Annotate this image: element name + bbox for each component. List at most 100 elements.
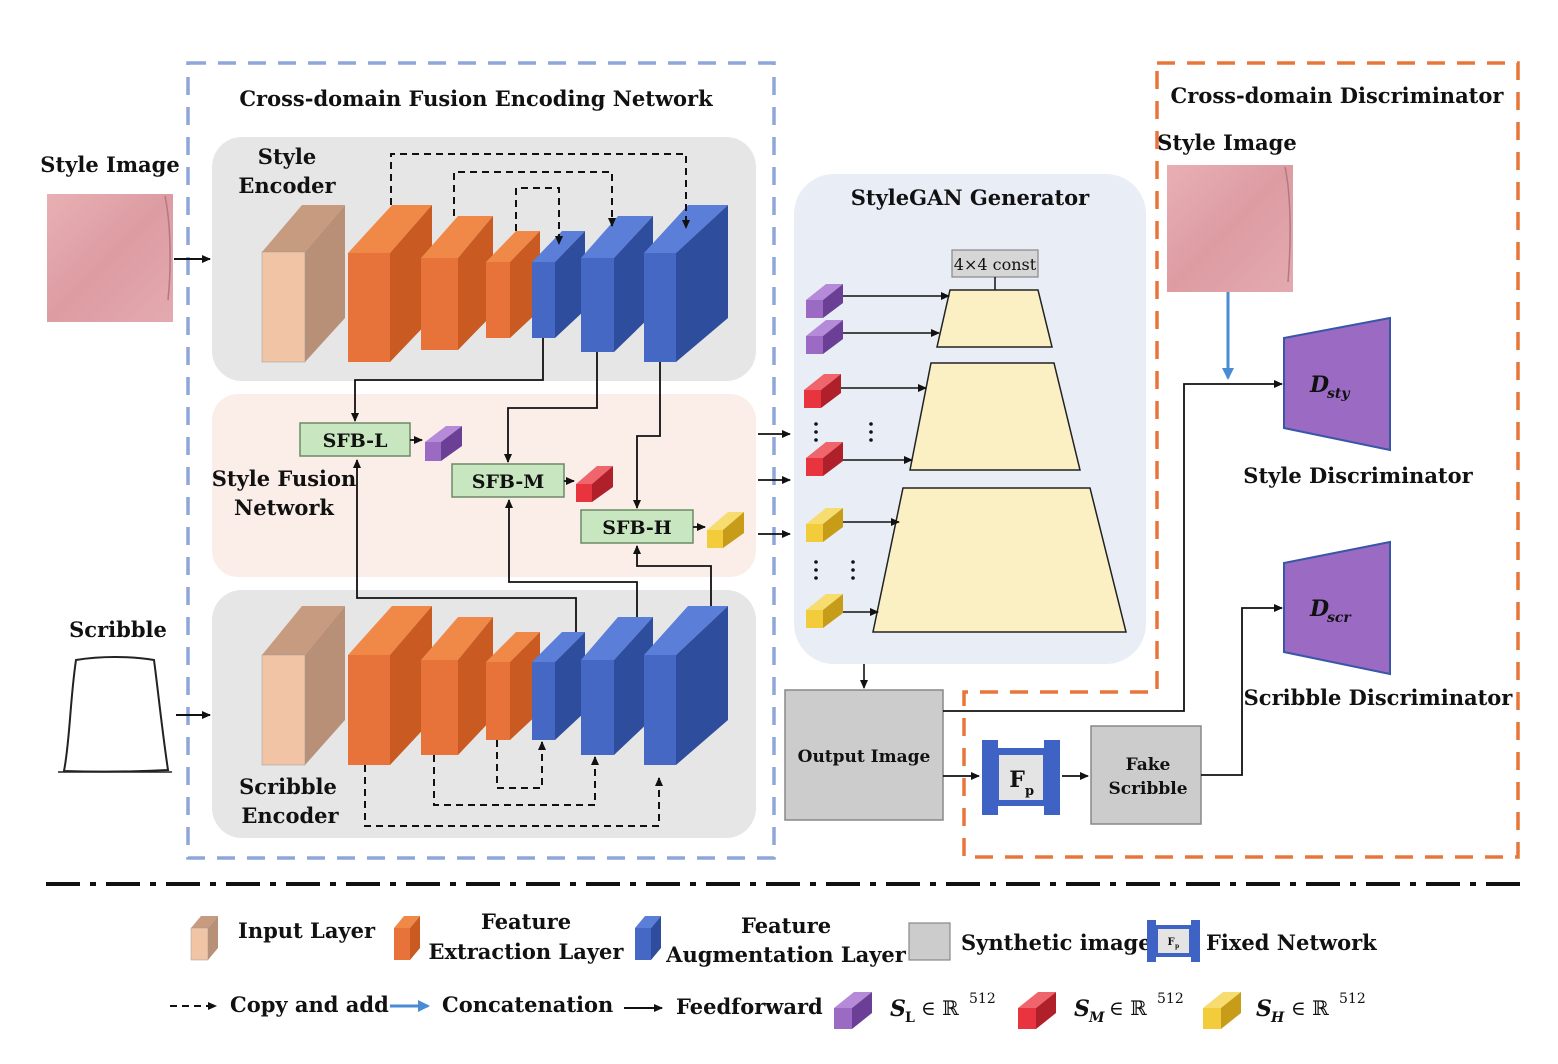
generator-s-h-vector-2 (806, 594, 843, 628)
legend-feedforward-label: Feedforward (676, 994, 823, 1019)
legend-feature-augmentation-label-2: Augmentation Layer (665, 942, 907, 967)
legend-input-layer-icon (190, 916, 218, 961)
legend-s-m-in: ∈ ℝ (1109, 996, 1147, 1020)
scribble-input-layer (261, 606, 345, 766)
style-discriminator-label: Style Discriminator (1243, 463, 1473, 488)
sfb-l-box (299, 422, 411, 457)
scribble-discriminator-label: Scribble Discriminator (1244, 685, 1514, 710)
fake-scribble-label-2: Scribble (1108, 779, 1187, 799)
s-m-vector (576, 466, 613, 502)
fp-label: F (1009, 767, 1025, 793)
d-scr-subscript: scr (1327, 610, 1352, 626)
legend-s-m-subscript: M (1088, 1010, 1105, 1026)
const-box (951, 249, 1039, 278)
encoding-network-title: Cross-domain Fusion Encoding Network (239, 86, 713, 111)
generator-block-3 (872, 487, 1127, 633)
sfb-l-label: SFB-L (323, 430, 388, 452)
sfb-connections (351, 338, 712, 632)
s-h-vector (707, 512, 744, 548)
legend-input-layer-label: Input Layer (238, 918, 376, 943)
discriminator-title: Cross-domain Discriminator (1171, 83, 1505, 108)
legend-s-h-label: S (1256, 996, 1272, 1022)
legend-feature-augmentation-label-1: Feature (741, 913, 831, 938)
legend-s-m-icon (1018, 992, 1056, 1029)
style-skip-connections (390, 153, 690, 245)
style-image-label: Style Image (40, 152, 179, 177)
s-l-vector (425, 426, 462, 461)
legend-s-h-icon (1203, 992, 1241, 1029)
style-fusion-label-2: Network (234, 495, 334, 520)
generator-s-l-vector-2 (806, 320, 843, 354)
d-scr-block (1283, 540, 1391, 676)
legend-feature-extraction-label-2: Extraction Layer (429, 939, 625, 964)
scribble-feature-augmentation-3 (644, 606, 728, 765)
legend-s-l-subscript: L (905, 1010, 915, 1026)
style-image-thumbnail-right (1167, 165, 1293, 292)
style-input-layer (261, 205, 345, 363)
generator-block-2 (909, 362, 1081, 471)
legend-s-h-subscript: H (1270, 1010, 1285, 1026)
scribble-label: Scribble (69, 617, 167, 642)
legend-s-l-in: ∈ ℝ (921, 996, 959, 1020)
style-feature-augmentation-3 (644, 205, 728, 362)
discriminator-region (962, 61, 1520, 859)
style-encoder-label-2: Encoder (238, 173, 336, 198)
style-feature-augmentation-2 (581, 216, 653, 352)
legend-s-h-dim: 512 (1339, 991, 1366, 1007)
scribble-feature-extraction-2 (421, 617, 493, 755)
generator-ellipsis (814, 422, 873, 580)
legend-fixed-network-icon: F p (1147, 920, 1200, 962)
legend-copy-add-label: Copy and add (230, 992, 389, 1017)
style-feature-extraction-2 (421, 216, 493, 350)
fp-subscript: p (1025, 784, 1034, 799)
legend-s-m-label: S (1074, 996, 1090, 1022)
legend-feature-augmentation-icon (635, 916, 661, 960)
generator-s-m-vector-2 (806, 442, 843, 476)
sfb-m-box (451, 463, 565, 498)
generator-arrows (841, 292, 950, 689)
fp-fixed-network (982, 740, 1060, 815)
legend-fixed-network-label: Fixed Network (1206, 930, 1377, 955)
style-image-label-right: Style Image (1157, 130, 1296, 155)
legend-feature-extraction-label-1: Feature (481, 909, 571, 934)
legend-s-l-dim: 512 (969, 991, 996, 1007)
fake-scribble-box (1090, 725, 1202, 825)
svg-text:p: p (1175, 943, 1179, 950)
legend-s-l-icon (834, 992, 872, 1029)
d-sty-block (1283, 316, 1391, 452)
scribble-encoder-label-2: Encoder (241, 803, 339, 828)
legend-synthetic-icon (908, 922, 951, 961)
generator-title: StyleGAN Generator (851, 185, 1090, 210)
legend-s-h-in: ∈ ℝ (1291, 996, 1329, 1020)
generator-s-l-vector-1 (806, 284, 843, 318)
scribble-encoder-label-1: Scribble (239, 774, 337, 799)
output-image-label: Output Image (798, 747, 931, 767)
legend-concatenation-label: Concatenation (442, 992, 613, 1017)
fusion-outputs (758, 430, 791, 538)
sfb-m-label: SFB-M (472, 471, 545, 493)
d-scr-label: D (1309, 596, 1329, 622)
style-fusion-label-1: Style Fusion (212, 466, 357, 491)
scribble-feature-extraction-1 (348, 606, 432, 765)
generator-block-1 (936, 289, 1053, 348)
sfb-h-box (580, 509, 694, 544)
style-image-thumbnail (47, 194, 173, 322)
scribble-feature-augmentation-2 (581, 617, 653, 755)
d-sty-label: D (1309, 372, 1329, 398)
legend-synthetic-label: Synthetic images (961, 930, 1163, 955)
fake-scribble-label-1: Fake (1126, 755, 1171, 775)
svg-text:F: F (1167, 937, 1174, 948)
d-sty-subscript: sty (1327, 386, 1350, 402)
output-connections (943, 380, 1283, 780)
legend-feature-extraction-icon (394, 916, 420, 960)
style-encoder-label-1: Style (258, 144, 316, 169)
sfb-h-label: SFB-H (602, 517, 672, 539)
const-label: 4×4 const (954, 255, 1037, 274)
generator-s-m-vector-1 (804, 374, 841, 408)
style-feature-augmentation-1 (532, 231, 585, 338)
style-feature-extraction-1 (348, 205, 432, 362)
scribble-thumbnail (50, 652, 180, 776)
generator-s-h-vector-1 (806, 508, 843, 542)
scribble-feature-augmentation-1 (532, 632, 585, 740)
